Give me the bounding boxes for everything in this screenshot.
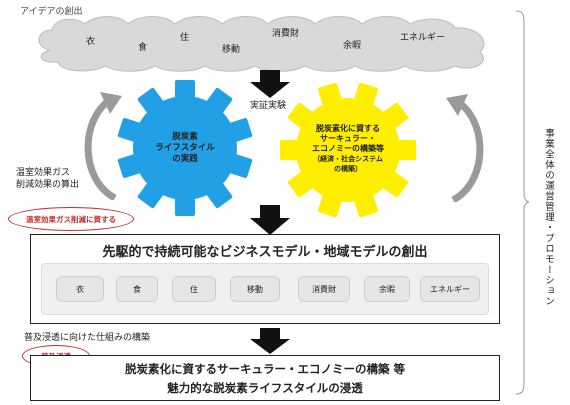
model-box-title: 先駆的で持続可能なビジネスモデル・地域モデルの創出 bbox=[102, 245, 428, 260]
blue-gear-label: 脱炭素 ライフスタイル の実践 bbox=[145, 132, 225, 165]
blue-gear-line1: 脱炭素 bbox=[172, 132, 198, 142]
blue-gear-icon bbox=[117, 80, 253, 216]
demo-label: 実証実験 bbox=[250, 101, 287, 111]
blue-gear-line3: の実践 bbox=[172, 154, 198, 164]
ghg-reduction-callout: 温室効果ガス削減に資する bbox=[8, 207, 134, 231]
ghg-label-line2: 削減効果の算出 bbox=[16, 180, 80, 190]
down-arrow-icon bbox=[250, 328, 290, 354]
idea-item-food: 食 bbox=[138, 43, 148, 53]
idea-item-consumer-goods: 消費財 bbox=[272, 29, 300, 39]
down-arrow-icon bbox=[250, 70, 290, 98]
idea-item-mobility: 移動 bbox=[222, 45, 241, 55]
model-items-row: 衣 食 住 移動 消費財 余暇 エネルギー bbox=[41, 263, 489, 315]
yellow-gear-line4: （経済・社会システム bbox=[313, 155, 383, 163]
yellow-gear-line5: の構築） bbox=[334, 165, 362, 173]
yellow-gear-label: 脱炭素化に資する サーキュラー・ エコノミーの構築等 （経済・社会システム の構… bbox=[298, 124, 398, 174]
idea-item-leisure: 余暇 bbox=[343, 41, 362, 51]
model-item-clothing: 衣 bbox=[56, 276, 104, 302]
final-box-line1: 脱炭素化に資するサーキュラー・エコノミーの構築 等 bbox=[124, 362, 405, 376]
yellow-gear-line1: 脱炭素化に資する bbox=[316, 124, 380, 133]
idea-item-clothing: 衣 bbox=[86, 37, 96, 47]
ghg-label-line1: 温室効果ガス bbox=[16, 168, 71, 178]
model-item-mobility: 移動 bbox=[230, 276, 280, 302]
model-item-energy: エネルギー bbox=[420, 276, 480, 302]
idea-item-housing: 住 bbox=[180, 33, 190, 43]
down-arrow-icon bbox=[250, 205, 290, 235]
model-item-leisure: 余暇 bbox=[364, 276, 410, 302]
side-label: 事業全体の運営管理・プロモーション bbox=[543, 128, 554, 307]
cycle-arrow-right-icon bbox=[446, 94, 484, 202]
idea-label: アイデアの創出 bbox=[20, 7, 83, 17]
yellow-gear-line3: エコノミーの構築等 bbox=[312, 144, 384, 153]
final-box: 脱炭素化に資するサーキュラー・エコノミーの構築 等 魅力的な脱炭素ライフスタイル… bbox=[30, 355, 500, 401]
ghg-reduction-callout-text: 温室効果ガス削減に資する bbox=[26, 214, 116, 224]
blue-gear-line2: ライフスタイル bbox=[155, 143, 215, 153]
model-item-housing: 住 bbox=[172, 276, 216, 302]
idea-cloud bbox=[38, 16, 485, 72]
model-item-consumer-goods: 消費財 bbox=[298, 276, 350, 302]
ghg-label: 温室効果ガス 削減効果の算出 bbox=[16, 167, 79, 191]
side-bracket bbox=[515, 10, 530, 395]
cycle-arrow-left-icon bbox=[84, 92, 122, 200]
idea-item-energy: エネルギー bbox=[400, 33, 446, 43]
model-item-food: 食 bbox=[116, 276, 158, 302]
yellow-gear-line2: サーキュラー・ bbox=[320, 134, 376, 143]
spread-label: 普及浸透に向けた仕組みの構築 bbox=[24, 333, 151, 343]
model-box: 先駆的で持続可能なビジネスモデル・地域モデルの創出 衣 食 住 移動 消費財 余… bbox=[30, 234, 500, 324]
final-box-line2: 魅力的な脱炭素ライフスタイルの浸透 bbox=[167, 381, 363, 395]
yellow-gear-icon bbox=[280, 82, 416, 218]
